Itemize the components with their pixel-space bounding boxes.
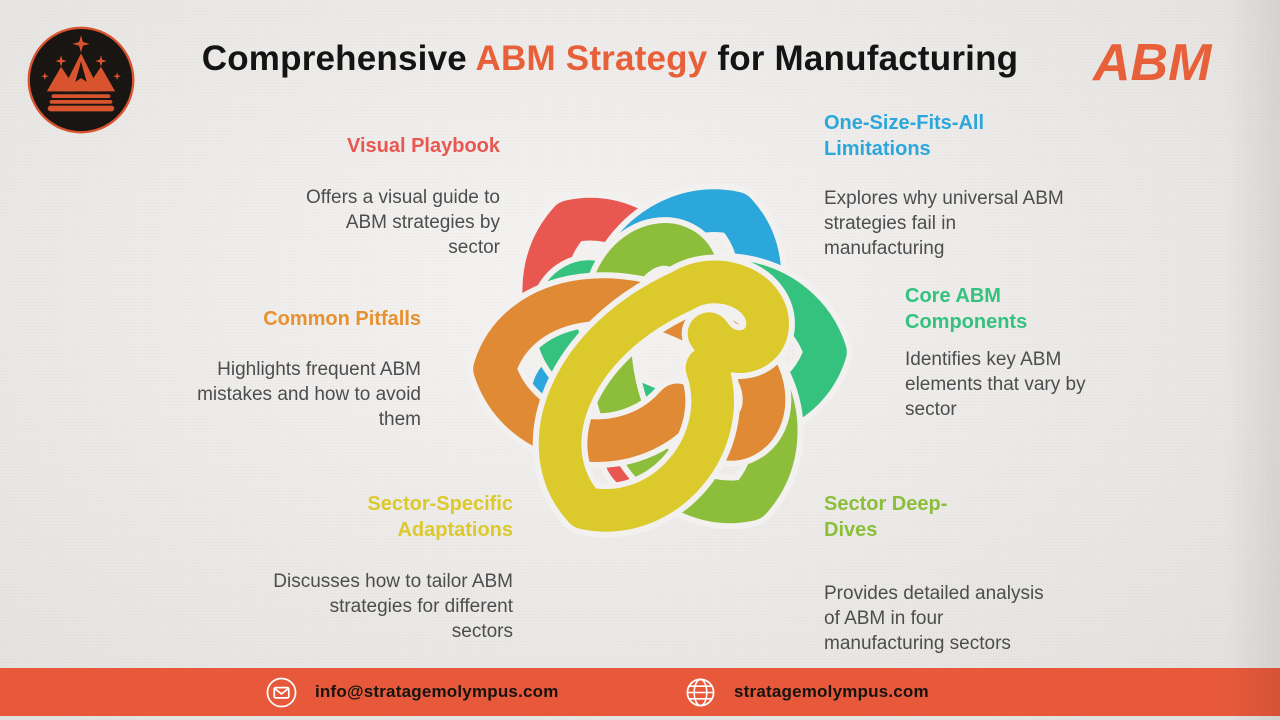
- footer-email[interactable]: info@stratagemolympus.com: [315, 682, 559, 701]
- section-title: Common Pitfalls: [263, 308, 421, 330]
- section-common-pitfalls: Common Pitfalls Highlights frequent ABM …: [175, 306, 421, 432]
- footer-contact-bar: info@stratagemolympus.com stratagemolymp…: [0, 668, 1280, 716]
- section-core-abm-components: Core ABM Components Identifies key ABM e…: [905, 283, 1155, 422]
- section-body: Offers a visual guide to ABM strategies …: [306, 187, 500, 258]
- section-title: One-Size-Fits-All Limitations: [824, 112, 985, 160]
- footer-website[interactable]: stratagemolympus.com: [734, 682, 929, 701]
- section-one-size-fits-all: One-Size-Fits-All Limitations Explores w…: [824, 110, 1104, 261]
- section-body: Highlights frequent ABM mistakes and how…: [197, 359, 421, 430]
- section-title: Sector Deep- Dives: [824, 493, 948, 541]
- globe-icon: [686, 678, 715, 706]
- section-body: Discusses how to tailor ABM strategies f…: [273, 571, 513, 642]
- section-title: Core ABM Components: [905, 285, 1028, 333]
- section-body: Explores why universal ABM strategies fa…: [824, 188, 1064, 259]
- section-title: Sector-Specific Adaptations: [367, 493, 513, 541]
- section-sector-deep-dives: Sector Deep- Dives Provides detailed ana…: [824, 491, 1084, 656]
- title-accent: ABM Strategy: [475, 39, 708, 78]
- page-title: Comprehensive ABM Strategy for Manufactu…: [140, 39, 1080, 79]
- footer-website-group: stratagemolympus.com: [685, 677, 929, 708]
- section-sector-specific-adaptations: Sector-Specific Adaptations Discusses ho…: [223, 491, 513, 644]
- title-suffix: for Manufacturing: [707, 39, 1019, 78]
- title-prefix: Comprehensive: [201, 39, 476, 78]
- section-title: Visual Playbook: [346, 135, 500, 157]
- section-body: Identifies key ABM elements that vary by…: [905, 349, 1086, 420]
- footer-email-group: info@stratagemolympus.com: [266, 677, 559, 708]
- envelope-icon: [266, 677, 297, 707]
- right-edge-shadow: [1225, 0, 1280, 720]
- crown-mountain-logo: [24, 23, 138, 137]
- section-body: Provides detailed analysis of ABM in fou…: [824, 583, 1044, 654]
- section-visual-playbook: Visual Playbook Offers a visual guide to…: [210, 133, 500, 260]
- logo-graphic: [27, 26, 135, 134]
- brand-wordmark: ABM: [1093, 34, 1212, 92]
